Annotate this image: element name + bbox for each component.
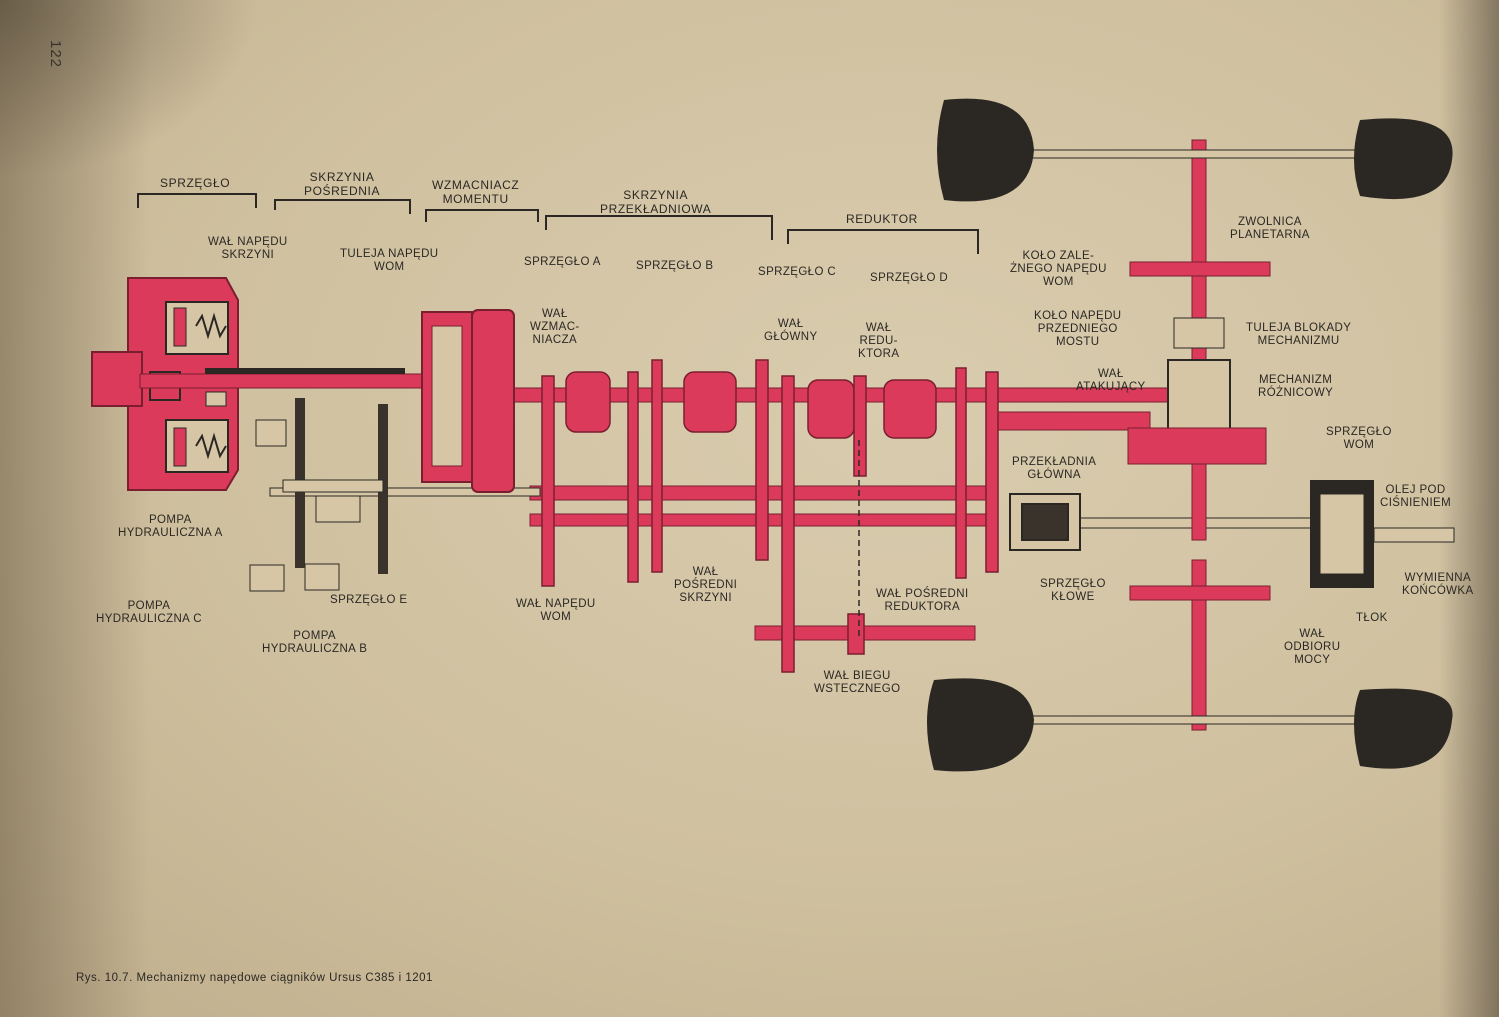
label-wal-napedu-skrzyni: WAŁ NAPĘDU SKRZYNI bbox=[208, 236, 288, 261]
section-label-wzmacniacz: WZMACNIACZ MOMENTU bbox=[432, 178, 520, 206]
label-wal-posredni-reduktora: WAŁ POŚREDNI REDUKTORA bbox=[876, 588, 969, 613]
label-wal-napedu-wom: WAŁ NAPĘDU WOM bbox=[516, 598, 596, 623]
label-sprzeglo-wom: SPRZĘGŁO WOM bbox=[1326, 426, 1392, 451]
rear-axle bbox=[1019, 139, 1371, 731]
label-pompa-c: POMPA HYDRAULICZNA C bbox=[96, 600, 202, 625]
wheel-rear-left bbox=[927, 678, 1034, 772]
label-tuleja-blokady: TULEJA BLOKADY MECHANIZMU bbox=[1246, 322, 1352, 347]
section-label-sprzeglo: SPRZĘGŁO bbox=[160, 176, 231, 190]
dog-clutch bbox=[1009, 493, 1081, 551]
wheel-front-right bbox=[1354, 118, 1453, 200]
label-pompa-a: POMPA HYDRAULICZNA A bbox=[118, 514, 223, 539]
wheel-rear-right bbox=[1354, 688, 1453, 769]
label-przekladnia-glowna: PRZEKŁADNIA GŁÓWNA bbox=[1012, 456, 1097, 481]
label-sprzeglo-d: SPRZĘGŁO d bbox=[870, 272, 949, 284]
intermediate-gearbox bbox=[249, 398, 388, 592]
wheels bbox=[927, 98, 1453, 772]
label-sprzeglo-c: SPRZĘGŁO c bbox=[758, 266, 837, 278]
label-tlok: TŁOK bbox=[1356, 612, 1388, 624]
section-brackets bbox=[137, 193, 979, 254]
torque-amplifier bbox=[421, 309, 515, 493]
label-sprzeglo-a: SPRZĘGŁO a bbox=[524, 256, 601, 268]
bracket-reduktor bbox=[787, 229, 979, 254]
wheel-front-left bbox=[937, 98, 1034, 202]
label-wal-biegu-wstecznego: WAŁ BIEGU WSTECZNEGO bbox=[814, 670, 901, 695]
label-sprzeglo-e: SPRZĘGŁO e bbox=[330, 594, 408, 606]
label-wal-reduktora: WAŁ REDU- KTORA bbox=[858, 322, 900, 360]
label-kolo-napedu-przedniego: KOŁO NAPĘDU PRZEDNIEGO MOSTU bbox=[1034, 310, 1122, 348]
label-sprzeglo-klowe: SPRZĘGŁO KŁOWE bbox=[1040, 578, 1106, 603]
bracket-skrzynia-przekladniowa bbox=[545, 215, 773, 240]
label-sprzeglo-b: SPRZĘGŁO b bbox=[636, 260, 714, 272]
section-label-skrzynia-posrednia: SKRZYNIA POŚREDNIA bbox=[304, 170, 381, 198]
label-wal-atakujacy: WAŁ ATAKUJĄCY bbox=[1076, 368, 1146, 393]
label-olej: OLEJ POD CIŚNIENIEM bbox=[1380, 484, 1452, 509]
figure-caption: Rys. 10.7. Mechanizmy napędowe ciągników… bbox=[76, 972, 433, 984]
label-wal-odbioru-mocy: WAŁ ODBIORU MOCY bbox=[1284, 628, 1341, 666]
label-tuleja-napedu-wom: TULEJA NAPĘDU WOM bbox=[340, 248, 439, 273]
label-kolo-zaleznego: KOŁO ZALE- ŻNEGO NAPĘDU WOM bbox=[1010, 250, 1107, 288]
label-wal-posredni-skrzyni: WAŁ POŚREDNI SKRZYNI bbox=[674, 566, 738, 604]
bracket-skrzynia-posrednia bbox=[274, 199, 411, 214]
label-wal-glowny: WAŁ GŁÓWNY bbox=[764, 318, 818, 343]
label-wymienna-koncowka: WYMIENNA KOŃCÓWKA bbox=[1402, 572, 1474, 597]
section-label-reduktor: REDUKTOR bbox=[846, 212, 918, 226]
section-label-skrzynia-przekladniowa: SKRZYNIA PRZEKŁADNIOWA bbox=[600, 188, 712, 216]
pto-clutch bbox=[1310, 480, 1455, 588]
gear-stacks bbox=[541, 359, 999, 673]
label-mechanizm-roznicowy: MECHANIZM RÓŻNICOWY bbox=[1258, 374, 1334, 399]
bracket-wzmacniacz bbox=[425, 209, 539, 222]
label-zwolnica: ZWOLNICA PLANETARNA bbox=[1230, 216, 1310, 241]
label-wal-wzmacniacza: WAŁ WZMAC- NIACZA bbox=[530, 308, 580, 346]
bracket-sprzeglo bbox=[137, 193, 257, 208]
label-pompa-b: POMPA HYDRAULICZNA B bbox=[262, 630, 368, 655]
